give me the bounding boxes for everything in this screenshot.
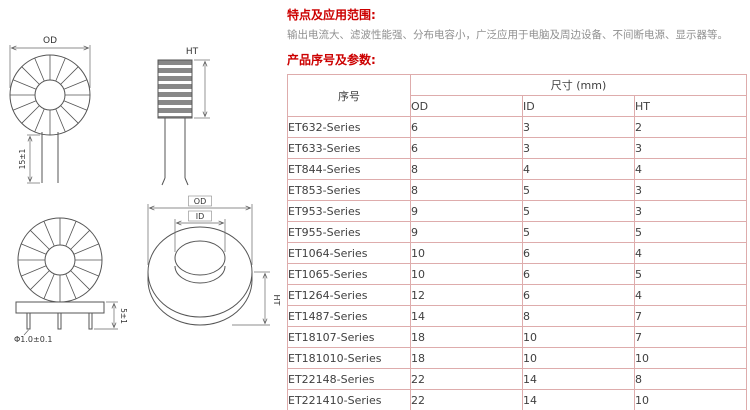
series-name: ET1264-Series (287, 284, 411, 307)
series-name: ET632-Series (287, 116, 411, 139)
table-row: ET22148-Series 22 14 8 (287, 368, 748, 391)
id-value: 10 (522, 326, 635, 349)
spec-table: 序号 尺寸 (mm) OD ID HT ET632-Series 6 3 2 E… (287, 74, 748, 410)
od-value: 12 (410, 284, 523, 307)
id-value: 6 (522, 242, 635, 265)
od-value: 22 (410, 389, 523, 410)
toroid-side-view-drawing: HT (157, 47, 210, 186)
table-row: ET181010-Series 18 10 10 (287, 347, 748, 370)
table-row: ET632-Series 6 3 2 (287, 116, 748, 139)
id-value: 14 (522, 368, 635, 391)
od-value: 10 (410, 263, 523, 286)
table-row: ET1264-Series 12 6 4 (287, 284, 748, 307)
toroid-top-view-drawing: OD 15±1 (9, 36, 91, 184)
id-value: 3 (522, 137, 635, 160)
id-value: 8 (522, 305, 635, 328)
pin-diameter-label: Φ1.0±0.1 (14, 335, 52, 344)
series-name: ET633-Series (287, 137, 411, 160)
col-header-size: 尺寸 (mm) (409, 74, 748, 97)
drawings-svg: OD 15±1 (9, 36, 281, 344)
series-name: ET953-Series (287, 200, 411, 223)
ht-value: 3 (633, 179, 748, 202)
toroid-base-view-drawing: Φ1.0±0.1 5±1 (14, 217, 128, 344)
id-value: 3 (522, 116, 635, 139)
table-row: ET844-Series 8 4 4 (287, 158, 748, 181)
table-row: ET953-Series 9 5 3 (287, 200, 748, 223)
toroid-core-3d-drawing: OD ID HT (147, 195, 281, 326)
id-value: 5 (522, 221, 635, 244)
series-name: ET1487-Series (287, 305, 411, 328)
od-dim-label: OD (43, 36, 57, 46)
series-name: ET18107-Series (287, 326, 411, 349)
features-title: 特点及应用范围: (287, 8, 376, 22)
table-row: ET18107-Series 18 10 7 (287, 326, 748, 349)
od-value: 18 (410, 347, 523, 370)
od-value: 10 (410, 242, 523, 265)
col-header-serial: 序号 (287, 74, 411, 118)
params-title: 产品序号及参数: (287, 53, 376, 68)
od-value: 14 (410, 305, 523, 328)
series-name: ET1065-Series (287, 263, 411, 286)
od-value: 18 (410, 326, 523, 349)
series-name: ET221410-Series (287, 389, 411, 410)
col-header-od: OD (410, 95, 523, 118)
series-name: ET1064-Series (287, 242, 411, 265)
col-header-id: ID (522, 95, 635, 118)
ht-value: 7 (633, 326, 748, 349)
od-value: 8 (410, 158, 523, 181)
ht-value: 5 (633, 263, 748, 286)
ht-value: 4 (633, 242, 748, 265)
series-name: ET844-Series (287, 158, 411, 181)
id-value: 5 (522, 200, 635, 223)
ht-dim-label-3d: HT (272, 295, 281, 306)
content-panel: 特点及应用范围: 输出电流大、滤波性能强、分布电容小，广泛应用于电脑及周边设备、… (287, 8, 748, 410)
id-value: 6 (522, 263, 635, 286)
ht-value: 10 (633, 389, 748, 410)
id-value: 5 (522, 179, 635, 202)
ht-value: 8 (633, 368, 748, 391)
table-row: ET1065-Series 10 6 5 (287, 263, 748, 286)
series-name: ET181010-Series (287, 347, 411, 370)
id-value: 10 (522, 347, 635, 370)
ht-value: 10 (633, 347, 748, 370)
ht-value: 7 (633, 305, 748, 328)
od-dim-label-3d: OD (194, 197, 206, 206)
technical-drawings: OD 15±1 (0, 0, 285, 410)
id-value: 4 (522, 158, 635, 181)
table-row: ET1064-Series 10 6 4 (287, 242, 748, 265)
series-name: ET955-Series (287, 221, 411, 244)
col-header-ht: HT (633, 95, 748, 118)
series-name: ET22148-Series (287, 368, 411, 391)
ht-value: 3 (633, 137, 748, 160)
od-value: 22 (410, 368, 523, 391)
id-value: 6 (522, 284, 635, 307)
table-header-row-1: 序号 尺寸 (mm) (287, 74, 748, 118)
table-row: ET955-Series 9 5 5 (287, 221, 748, 244)
table-row: ET1487-Series 14 8 7 (287, 305, 748, 328)
id-dim-label: ID (196, 212, 205, 221)
ht-value: 5 (633, 221, 748, 244)
base-height-label: 5±1 (119, 308, 128, 324)
id-value: 14 (522, 389, 635, 410)
od-value: 6 (410, 116, 523, 139)
ht-dim-label-side: HT (186, 47, 199, 57)
series-name: ET853-Series (287, 179, 411, 202)
table-row: ET221410-Series 22 14 10 (287, 389, 748, 410)
ht-value: 2 (633, 116, 748, 139)
spec-table-body: ET632-Series 6 3 2 ET633-Series 6 3 3 ET… (287, 116, 748, 410)
table-row: ET633-Series 6 3 3 (287, 137, 748, 160)
features-description: 输出电流大、滤波性能强、分布电容小，广泛应用于电脑及周边设备、不间断电源、显示器… (287, 29, 728, 42)
lead-length-label: 15±1 (18, 148, 27, 169)
ht-value: 3 (633, 200, 748, 223)
od-value: 6 (410, 137, 523, 160)
table-row: ET853-Series 8 5 3 (287, 179, 748, 202)
ht-value: 4 (633, 158, 748, 181)
od-value: 9 (410, 221, 523, 244)
od-value: 8 (410, 179, 523, 202)
od-value: 9 (410, 200, 523, 223)
ht-value: 4 (633, 284, 748, 307)
